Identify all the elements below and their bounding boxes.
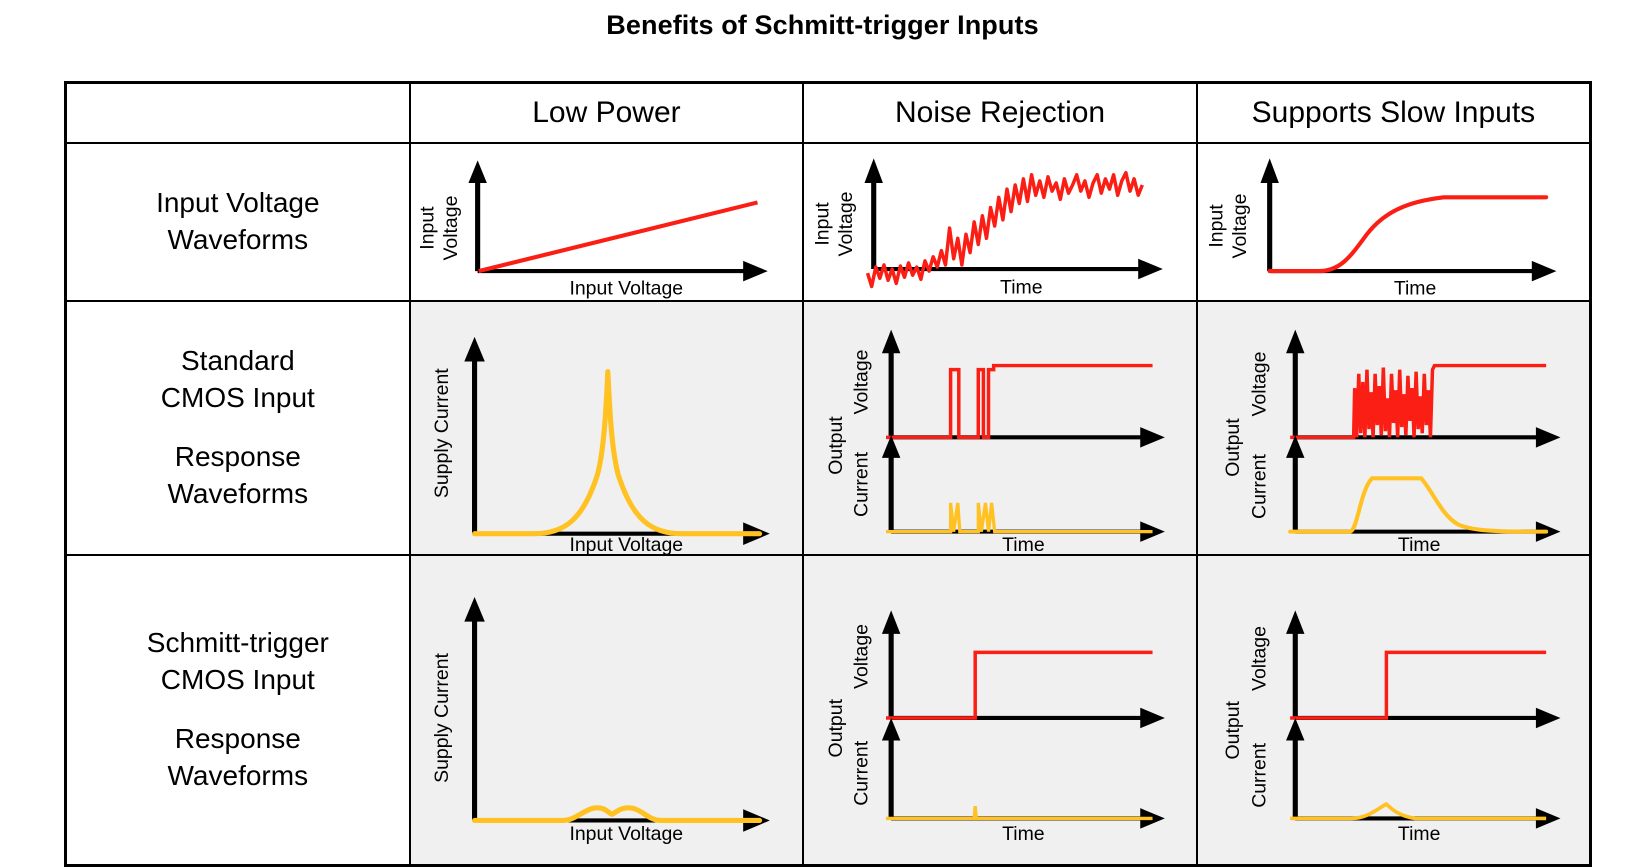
chart-cell-std-noise: Output Voltage Current bbox=[802, 299, 1198, 557]
chart-sch-lowpower: Supply Current Input Voltage bbox=[411, 556, 803, 864]
chart-cell-std-lowpower: Supply Current Input Voltage bbox=[408, 299, 805, 557]
svg-text:Time: Time bbox=[1398, 823, 1440, 845]
svg-text:Input: Input bbox=[812, 202, 834, 246]
axis-label-y-line1: Input bbox=[416, 206, 438, 250]
svg-text:Time: Time bbox=[1002, 823, 1045, 845]
svg-text:Time: Time bbox=[1398, 534, 1440, 554]
chart-input-slow: Input Voltage Time bbox=[1198, 144, 1589, 300]
row-label-line: Schmitt-trigger bbox=[146, 626, 329, 658]
svg-text:Voltage: Voltage bbox=[835, 191, 857, 256]
axis-label-x: Time bbox=[1002, 534, 1045, 554]
axis-label-x: Input Voltage bbox=[569, 278, 683, 300]
svg-text:Time: Time bbox=[1394, 278, 1436, 300]
table-row-input-waveforms: Input Voltage Waveforms Input Voltage In… bbox=[64, 142, 1592, 302]
svg-text:Output: Output bbox=[825, 698, 847, 757]
chart-sch-slow: Output Voltage Current Time bbox=[1198, 556, 1589, 864]
row-label-standard-cmos: Standard CMOS Input Response Waveforms bbox=[64, 299, 411, 557]
svg-text:Voltage: Voltage bbox=[1248, 351, 1270, 416]
svg-text:Output: Output bbox=[1222, 418, 1244, 477]
table-row-standard-cmos: Standard CMOS Input Response Waveforms S… bbox=[64, 299, 1592, 557]
axis-label-y-line2: Voltage bbox=[440, 196, 462, 261]
svg-text:Output: Output bbox=[1222, 700, 1244, 759]
row-label-line: Waveforms bbox=[167, 759, 309, 791]
row-label-line: Standard bbox=[181, 345, 295, 376]
axis-label-x: Input Voltage bbox=[569, 823, 683, 845]
chart-sch-noise: Output Voltage Current Time bbox=[804, 556, 1196, 864]
row-label-line: Waveforms bbox=[167, 477, 309, 509]
row-label-line: Response bbox=[174, 722, 301, 754]
row-label-line: Input Voltage bbox=[156, 186, 320, 218]
axis-label-y: Supply Current bbox=[431, 368, 453, 498]
chart-std-noise: Output Voltage Current bbox=[804, 302, 1196, 554]
svg-text:Time: Time bbox=[1000, 277, 1043, 299]
benefits-matrix-table: Low Power Noise Rejection Supports Slow … bbox=[64, 81, 1592, 867]
column-header-supports-slow-inputs: Supports Slow Inputs bbox=[1195, 81, 1592, 144]
column-header-noise-rejection: Noise Rejection bbox=[802, 81, 1198, 144]
chart-input-lowpower: Input Voltage Input Voltage bbox=[411, 144, 803, 300]
axis-label-y: Supply Current bbox=[431, 652, 453, 782]
header-corner-cell bbox=[64, 81, 411, 144]
row-label-schmitt-cmos: Schmitt-trigger CMOS Input Response Wave… bbox=[64, 553, 411, 867]
chart-cell-sch-slow: Output Voltage Current Time bbox=[1195, 553, 1592, 867]
page-title: Benefits of Schmitt-trigger Inputs bbox=[606, 10, 1039, 40]
chart-cell-input-slow: Input Voltage Time bbox=[1195, 142, 1592, 302]
axis-label-x: Input Voltage bbox=[569, 534, 683, 554]
svg-text:Voltage: Voltage bbox=[1229, 194, 1251, 259]
axis-label-y-outer: Output bbox=[825, 416, 847, 475]
table-row-schmitt-cmos: Schmitt-trigger CMOS Input Response Wave… bbox=[64, 553, 1592, 867]
column-header-low-power: Low Power bbox=[408, 81, 805, 144]
chart-cell-sch-noise: Output Voltage Current Time bbox=[802, 553, 1198, 867]
svg-text:Current: Current bbox=[1248, 742, 1270, 807]
svg-text:Current: Current bbox=[1248, 453, 1270, 518]
row-label-line: Waveforms bbox=[167, 223, 309, 255]
chart-cell-input-noise: Input Voltage Time bbox=[802, 142, 1198, 302]
chart-cell-sch-lowpower: Supply Current Input Voltage bbox=[408, 553, 805, 867]
chart-std-slow: Output Voltage Current bbox=[1198, 302, 1589, 554]
table-header-row: Low Power Noise Rejection Supports Slow … bbox=[64, 81, 1592, 144]
row-label-gap bbox=[67, 699, 409, 721]
row-label-gap bbox=[67, 417, 409, 439]
svg-text:Voltage: Voltage bbox=[851, 624, 873, 689]
axis-label-y-current: Current bbox=[851, 451, 873, 517]
chart-cell-std-slow: Output Voltage Current bbox=[1195, 299, 1592, 557]
chart-input-noise: Input Voltage Time bbox=[804, 144, 1196, 300]
row-label-line: Response bbox=[174, 440, 301, 472]
row-label-line: CMOS Input bbox=[160, 381, 315, 413]
svg-text:Voltage: Voltage bbox=[1248, 626, 1270, 691]
axis-label-y-voltage: Voltage bbox=[851, 349, 873, 414]
chart-cell-input-lowpower: Input Voltage Input Voltage bbox=[408, 142, 805, 302]
svg-text:Current: Current bbox=[851, 740, 873, 806]
svg-text:Input: Input bbox=[1205, 204, 1227, 248]
row-label-input-waveforms: Input Voltage Waveforms bbox=[64, 142, 411, 302]
chart-std-lowpower: Supply Current Input Voltage bbox=[411, 302, 803, 554]
row-label-line: CMOS Input bbox=[160, 663, 315, 695]
